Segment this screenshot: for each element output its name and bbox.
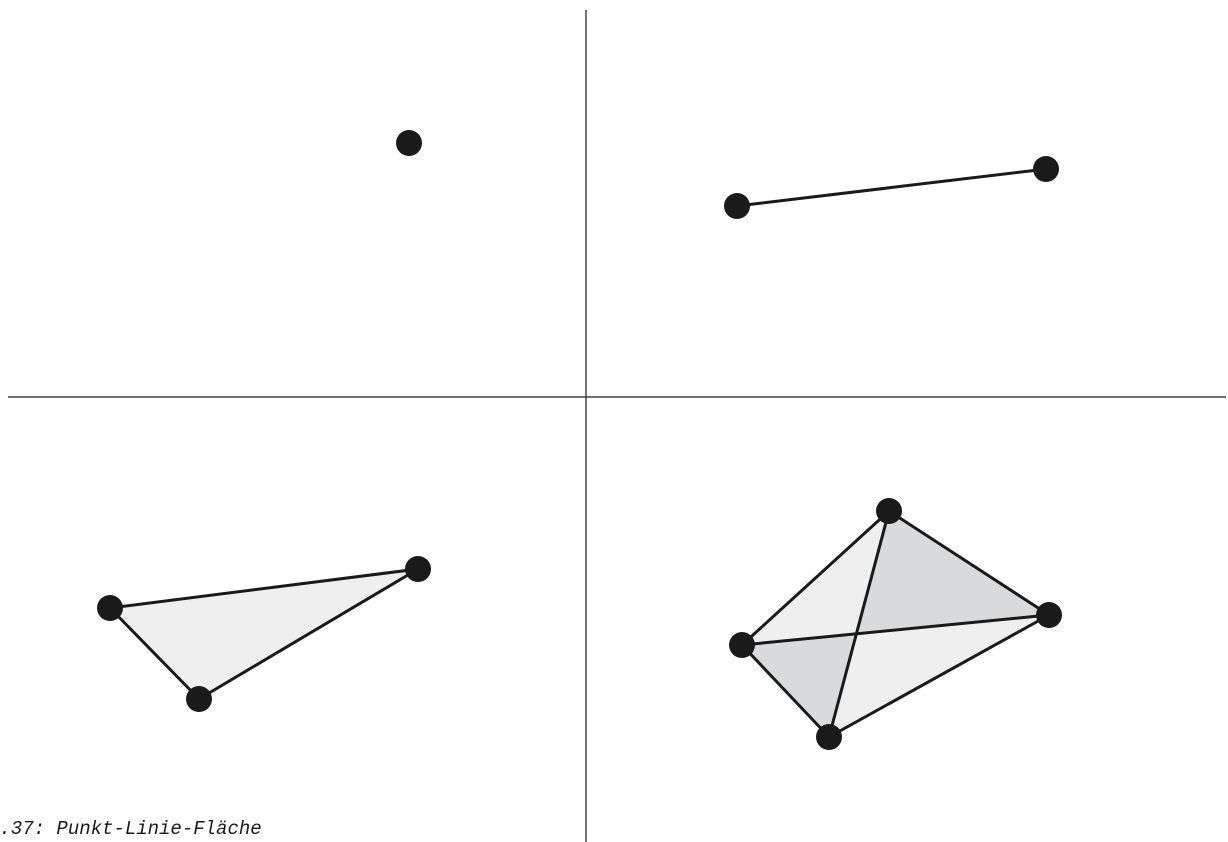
- diagonal-top-bottom: [827, 509, 891, 739]
- diagonal-left-right: [740, 613, 1051, 647]
- triangle-vertex-right: [405, 556, 431, 582]
- panel-flaechen: [729, 498, 1062, 750]
- line-edge: [735, 167, 1048, 208]
- panel-flaeche: [97, 556, 431, 712]
- panel-linie: [724, 156, 1059, 219]
- quad-vertex-bottom: [816, 724, 842, 750]
- triangle-vertex-bottom: [186, 686, 212, 712]
- quad-vertex-right: [1036, 602, 1062, 628]
- point-vertex: [396, 130, 422, 156]
- line-vertex-b: [1033, 156, 1059, 182]
- figure-caption: p.37: Punkt-Linie-Fläche: [0, 818, 262, 840]
- triangle-vertex-left: [97, 595, 123, 621]
- face-top-right: [856, 511, 1049, 632]
- triangle-face: [110, 569, 418, 699]
- triangle-outline: [108, 567, 420, 701]
- quad-vertex-left: [729, 632, 755, 658]
- line-vertex-a: [724, 193, 750, 219]
- quad-vertex-top: [876, 498, 902, 524]
- panel-punkt: [396, 130, 422, 156]
- face-bottom-left: [742, 632, 856, 737]
